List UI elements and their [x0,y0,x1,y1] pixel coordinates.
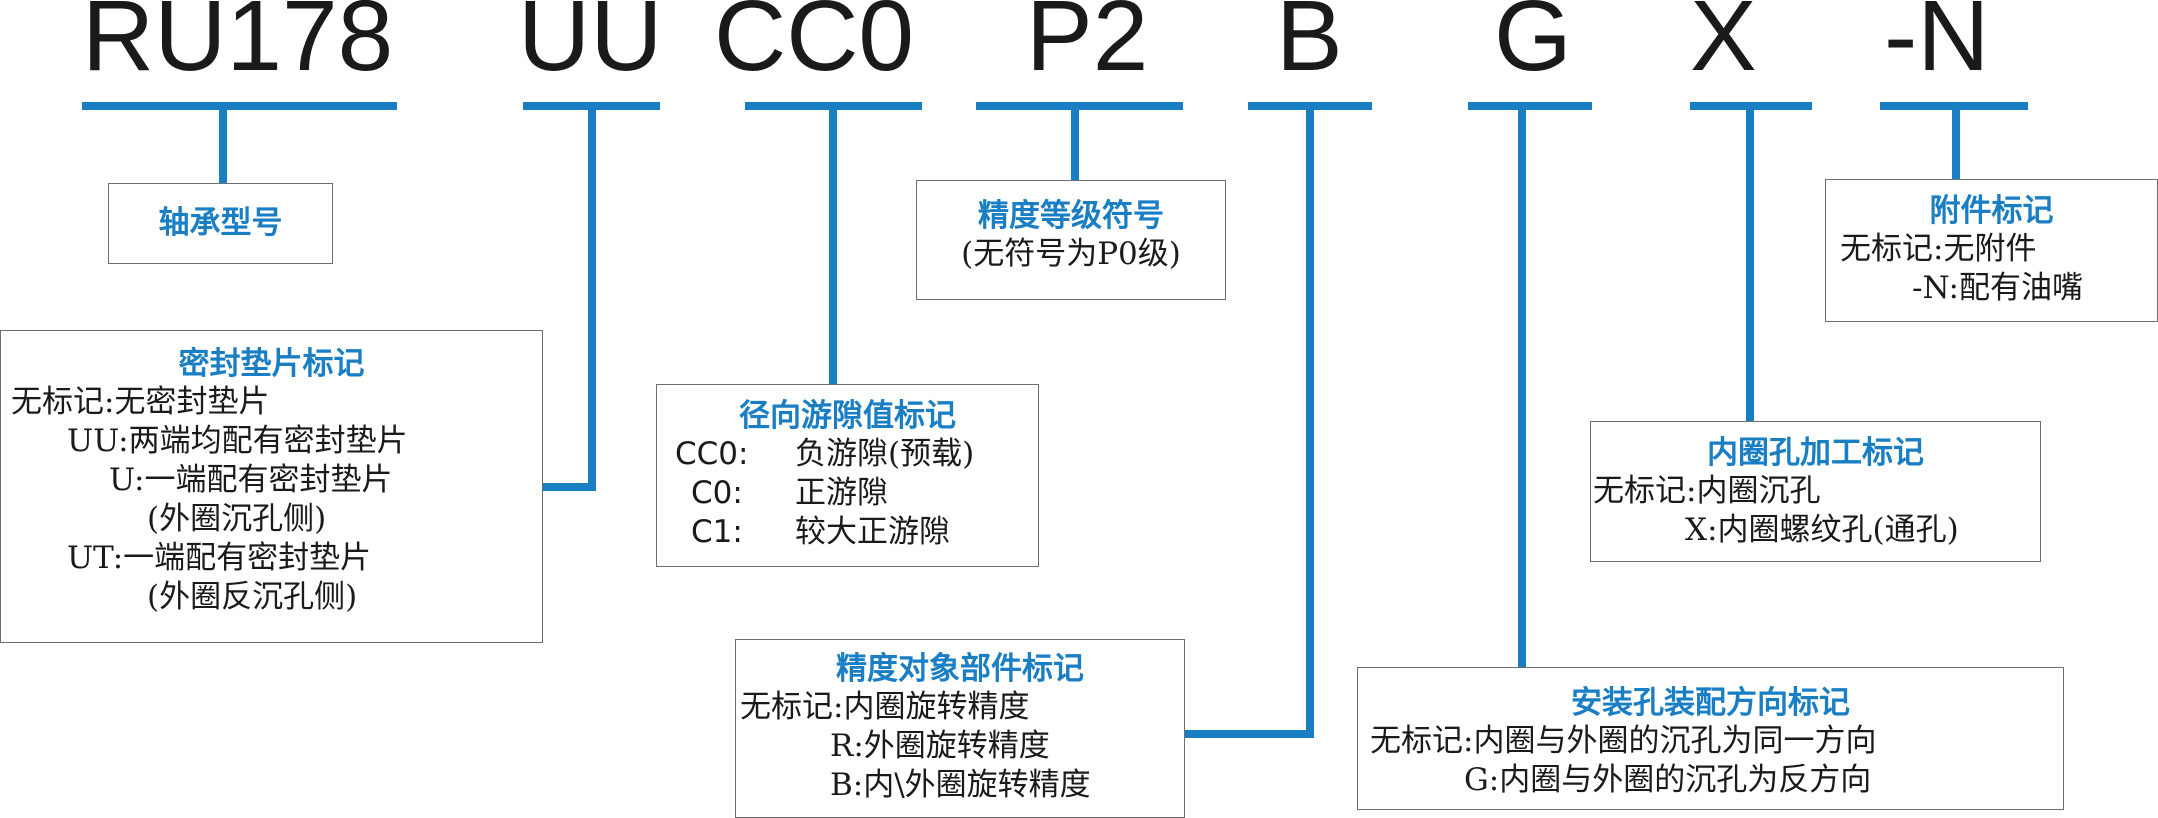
seal-line-ut-note: (外圈反沉孔侧) [147,579,358,615]
clearance-row-cc0-value: 负游隙(预载) [795,436,975,472]
box-seal-title: 密封垫片标记 [178,346,365,382]
clearance-row-c0-value: 正游隙 [795,475,888,511]
box-bearing-model-title: 轴承型号 [158,205,283,241]
connector-precision-target-vertical [1306,106,1314,738]
connector-model [219,106,227,184]
box-attachment-title: 附件标记 [1929,193,2054,229]
clearance-row-c1: C1: 较大正游隙 [657,513,1038,552]
code-seal: UU [518,0,663,92]
connector-mounting [1518,106,1526,668]
precision-target-line-b: B:内\外圈旋转精度 [830,767,1091,803]
seal-line-none: 无标记:无密封垫片 [11,384,270,420]
connector-attachment [1952,106,1960,180]
box-inner-hole: 内圈孔加工标记 无标记:内圈沉孔 X:内圈螺纹孔(通孔) [1590,421,2041,562]
box-mounting-direction: 安装孔装配方向标记 无标记:内圈与外圈的沉孔为同一方向 G:内圈与外圈的沉孔为反… [1357,667,2064,810]
code-attachment: -N [1884,0,1990,92]
box-precision-grade: 精度等级符号 (无符号为P0级) [916,180,1226,300]
clearance-row-cc0-key: CC0: [675,436,749,472]
box-attachment: 附件标记 无标记:无附件 -N:配有油嘴 [1825,179,2158,322]
code-inner-hole: X [1690,0,1757,92]
seal-line-uu: UU:两端均配有密封垫片 [67,423,408,459]
seal-line-u-note: (外圈沉孔侧) [147,501,327,537]
precision-target-line-none: 无标记:内圈旋转精度 [740,689,1030,725]
attachment-line-none: 无标记:无附件 [1840,231,2037,267]
connector-seal-horizontal [542,483,596,491]
code-mounting: G [1494,0,1572,92]
underline-mounting [1468,102,1592,110]
precision-target-line-r: R:外圈旋转精度 [830,728,1050,764]
attachment-line-n: -N:配有油嘴 [1912,270,2083,306]
clearance-row-c0-key: C0: [691,475,743,511]
box-mounting-title: 安装孔装配方向标记 [1571,685,1850,721]
box-inner-hole-title: 内圈孔加工标记 [1707,435,1924,471]
underline-model [82,102,397,110]
box-precision-title: 精度等级符号 [978,198,1164,234]
box-seal-marking: 密封垫片标记 无标记:无密封垫片 UU:两端均配有密封垫片 U:一端配有密封垫片… [0,330,543,643]
connector-clearance [829,106,837,384]
clearance-row-c1-value: 较大正游隙 [795,514,950,550]
box-bearing-model: 轴承型号 [108,183,333,264]
code-clearance: CC0 [714,0,915,92]
connector-precision [1071,106,1079,183]
box-clearance-title: 径向游隙值标记 [739,398,956,434]
clearance-row-cc0: CC0: 负游隙(预载) [657,435,1038,474]
code-model: RU178 [82,0,394,92]
box-precision-target: 精度对象部件标记 无标记:内圈旋转精度 R:外圈旋转精度 B:内\外圈旋转精度 [735,639,1185,818]
mounting-line-none: 无标记:内圈与外圈的沉孔为同一方向 [1370,723,1877,759]
box-radial-clearance: 径向游隙值标记 CC0: 负游隙(预载) C0: 正游隙 C1: 较大正游隙 [656,384,1039,567]
underline-precision [976,102,1183,110]
connector-seal-vertical [588,106,596,491]
code-precision: P2 [1026,0,1149,92]
mounting-line-g: G:内圈与外圈的沉孔为反方向 [1464,762,1872,798]
clearance-row-c1-key: C1: [691,514,743,550]
box-precision-target-title: 精度对象部件标记 [836,651,1084,687]
inner-hole-line-x: X:内圈螺纹孔(通孔) [1685,512,1959,548]
code-precision-target: B [1276,0,1343,92]
seal-line-ut: UT:一端配有密封垫片 [67,540,372,576]
connector-inner-hole [1746,106,1754,422]
seal-line-u: U:一端配有密封垫片 [109,462,393,498]
precision-line-note: (无符号为P0级) [961,236,1181,272]
connector-precision-target-horizontal [1184,730,1314,738]
clearance-row-c0: C0: 正游隙 [657,474,1038,513]
inner-hole-line-none: 无标记:内圈沉孔 [1593,473,1821,509]
